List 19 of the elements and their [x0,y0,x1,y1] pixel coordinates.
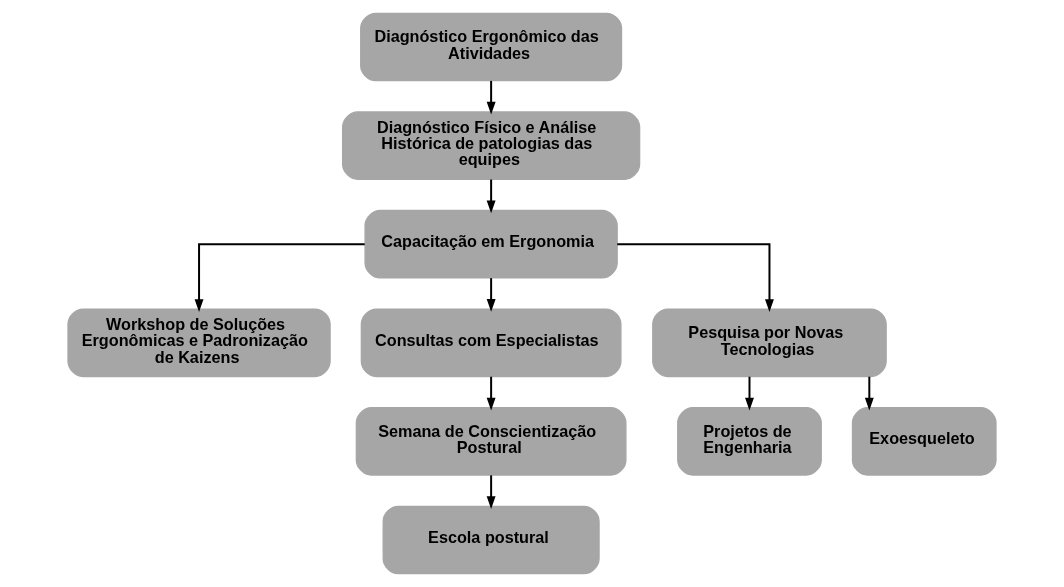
node-box: Escola postural [382,505,600,575]
node-box: Capacitação em Ergonomia [364,209,618,279]
node-box: Workshop de Soluções Ergonômicas e Padronização de Kaizens [67,308,331,378]
arrow [486,474,496,510]
arrow [864,375,874,411]
arrow [486,277,496,312]
node-box: Semana de Conscientização Postural [355,407,627,476]
arrow [616,243,774,312]
node-box: Projetos de Engenharia [677,407,822,476]
arrow [486,178,496,214]
arrow [194,243,366,312]
arrow [745,375,754,411]
node-box: Diagnóstico Físico e Análise Histórica de patologias das equipes [341,111,641,180]
node-box: Exoesqueleto [851,407,997,476]
node-box: Consultas com Especialistas [360,308,622,378]
arrow [486,375,496,411]
arrow [486,79,496,115]
node-box: Diagnóstico Ergonômico das Atividades [360,12,623,82]
node-box: Pesquisa por Novas Tecnologias [652,308,887,378]
